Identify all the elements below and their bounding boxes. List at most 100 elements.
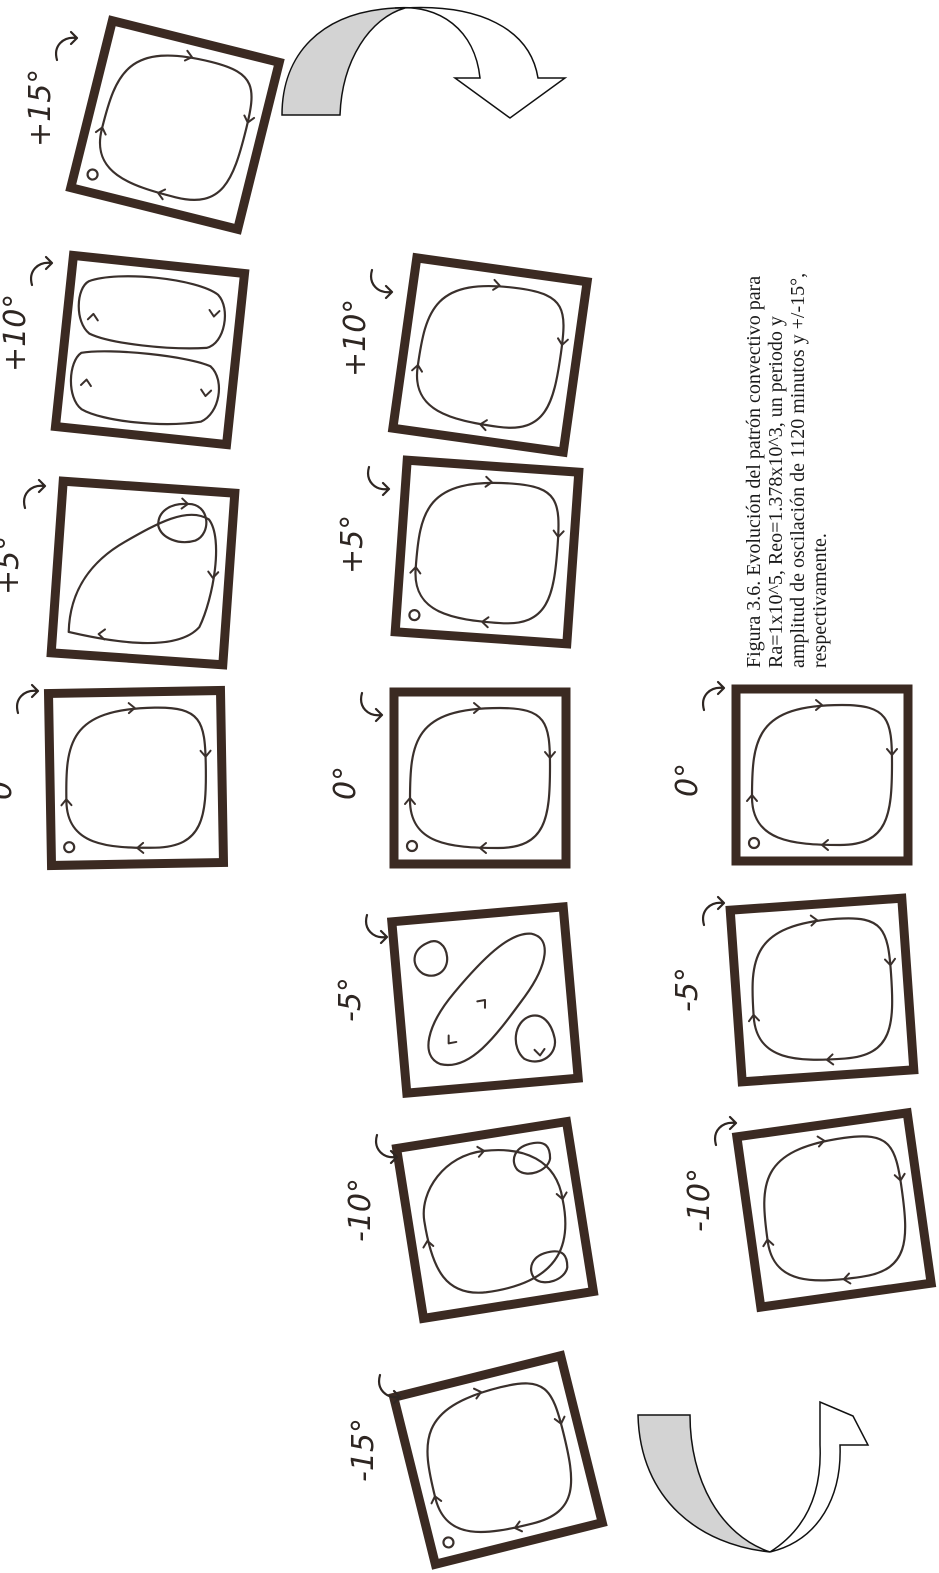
diagram-frame: 0° xyxy=(0,685,223,865)
convection-cell xyxy=(755,1131,913,1289)
angle-label: 0° xyxy=(670,763,705,797)
row-2: -15° -10° -5° 0° +5° +10° xyxy=(328,258,602,1564)
convection-cell-upper xyxy=(75,270,228,354)
flow-arrowhead xyxy=(81,379,92,386)
rotate-cw-icon xyxy=(368,467,389,495)
frame-border xyxy=(737,1113,931,1307)
angle-label: +15° xyxy=(23,69,58,147)
angle-label: +10° xyxy=(0,294,33,372)
convection-cell-elongated xyxy=(419,932,554,1066)
flow-arrowhead xyxy=(209,310,220,317)
rotate-ccw-icon xyxy=(56,32,77,60)
rotate-cw-icon xyxy=(371,270,392,298)
rotate-ccw-icon xyxy=(703,897,724,925)
diagram-frame: -5° xyxy=(333,907,578,1093)
rotate-ccw-icon xyxy=(17,685,38,713)
convection-cell-corner-b xyxy=(413,940,449,977)
angle-label: -10° xyxy=(682,1168,717,1232)
bottom-arrow-shaded-tail xyxy=(638,1415,770,1552)
small-corner-cell xyxy=(64,842,74,852)
diagram-frame: 0° xyxy=(328,692,566,864)
convection-cell-lower xyxy=(67,346,222,431)
caption-line-2: Ra=1x10^5, Reo=1.378x10^3, un periodo y xyxy=(765,316,787,668)
top-curved-arrow xyxy=(282,8,565,118)
flow-pattern xyxy=(747,700,897,850)
flow-pattern xyxy=(413,931,557,1071)
angle-label: -5° xyxy=(333,977,368,1022)
flow-pattern xyxy=(84,34,266,216)
rotate-ccw-icon xyxy=(703,682,724,710)
top-arrow-outline xyxy=(395,8,565,118)
convection-cell xyxy=(411,276,569,434)
small-corner-cell xyxy=(409,610,420,621)
caption-line-4: respectivamente. xyxy=(809,533,831,668)
flow-pattern xyxy=(749,1125,918,1294)
flow-pattern xyxy=(742,910,902,1070)
frame-border xyxy=(51,481,235,665)
diagram-frame: +10° xyxy=(0,255,245,444)
angle-label: +5° xyxy=(0,536,26,595)
bottom-curved-arrow xyxy=(638,1402,868,1552)
row-3: -10° -5° 0° xyxy=(670,682,931,1307)
angle-label: 0° xyxy=(328,766,363,800)
small-corner-cell xyxy=(749,838,759,848)
flow-pattern xyxy=(68,491,223,648)
convection-cell xyxy=(747,915,896,1064)
angle-label: 0° xyxy=(0,766,19,800)
diagram-frame: -10° xyxy=(343,1122,593,1319)
flow-arrowhead xyxy=(208,572,218,579)
convection-cell xyxy=(412,477,561,626)
diagram-frame: +10° xyxy=(338,258,587,452)
frame-border xyxy=(730,898,914,1082)
diagram-frame: +15° xyxy=(23,21,279,230)
diagram-frame: +5° xyxy=(0,480,235,665)
flow-pattern xyxy=(407,1369,589,1551)
flow-pattern xyxy=(409,1134,580,1301)
rotate-ccw-icon xyxy=(24,480,45,508)
rotate-ccw-icon xyxy=(715,1117,736,1145)
frame-border xyxy=(49,691,224,866)
convection-cell xyxy=(413,1375,583,1545)
diagram-frame: +5° xyxy=(335,460,579,644)
frame-border xyxy=(395,460,579,644)
flow-pattern xyxy=(405,703,555,853)
convection-cell-large xyxy=(68,507,219,648)
flow-arrowhead xyxy=(88,313,99,320)
angle-label: -5° xyxy=(670,967,705,1012)
small-corner-cell xyxy=(87,168,99,180)
diagram-frame: 0° xyxy=(670,682,908,861)
angle-label: +10° xyxy=(338,299,373,377)
flow-pattern xyxy=(60,702,213,855)
diagram-frame: -10° xyxy=(682,1113,931,1307)
diagram-frame: -15° xyxy=(346,1356,602,1565)
convection-cell xyxy=(90,40,260,210)
caption-line-3: amplitud de oscilación de 1120 minutos y… xyxy=(787,273,809,668)
small-corner-cell xyxy=(442,1536,454,1548)
convection-cell xyxy=(752,705,892,845)
angle-label: +5° xyxy=(335,515,370,574)
convection-cell-large xyxy=(415,1140,575,1300)
rotate-cw-icon xyxy=(366,915,387,943)
convection-cell xyxy=(65,707,207,849)
convection-cell xyxy=(410,708,550,848)
flow-pattern xyxy=(67,270,230,431)
flow-arrowhead xyxy=(201,390,212,397)
rotate-cw-icon xyxy=(361,693,382,721)
small-corner-cell xyxy=(407,841,417,851)
frame-border xyxy=(55,255,244,444)
convection-cell-small-a xyxy=(511,1141,552,1176)
flow-arrowhead xyxy=(535,1049,545,1056)
angle-label: -15° xyxy=(346,1418,381,1482)
caption-line-1: Figura 3.6. Evolución del patrón convect… xyxy=(743,276,765,668)
angle-label: -10° xyxy=(343,1178,378,1242)
top-arrow-shaded-tail xyxy=(282,8,405,115)
flow-pattern xyxy=(405,270,574,439)
diagram-frame: -5° xyxy=(670,897,914,1082)
flow-arrowhead xyxy=(477,997,489,1008)
flow-arrowhead xyxy=(445,1036,457,1047)
rotate-ccw-icon xyxy=(31,257,52,285)
flow-pattern xyxy=(407,472,567,632)
row-1: 0° +5° +10° +15° xyxy=(0,21,279,866)
convection-cell-corner-a xyxy=(514,1014,557,1063)
